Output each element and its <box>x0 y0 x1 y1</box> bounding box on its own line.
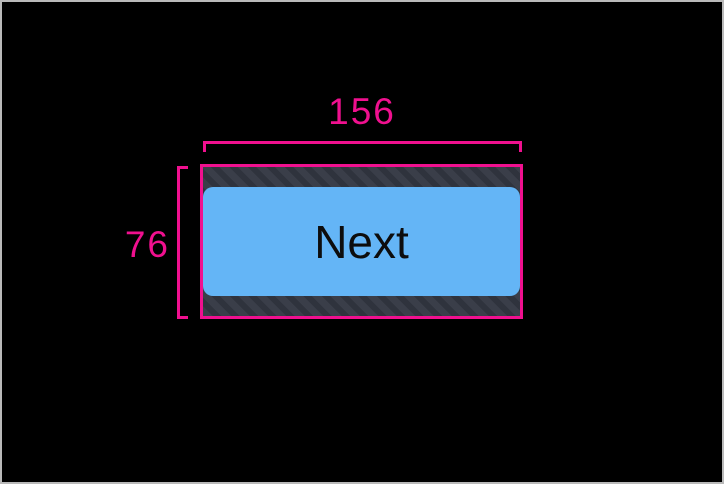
width-dimension-label: 156 <box>328 91 396 132</box>
width-measurement-bracket <box>203 141 522 152</box>
height-dimension-label: 76 <box>124 224 170 265</box>
widget-bounds-outline: Next <box>200 164 523 319</box>
height-measurement-bracket <box>177 166 188 319</box>
next-button-label: Next <box>314 215 409 268</box>
next-button[interactable]: Next <box>203 187 520 296</box>
